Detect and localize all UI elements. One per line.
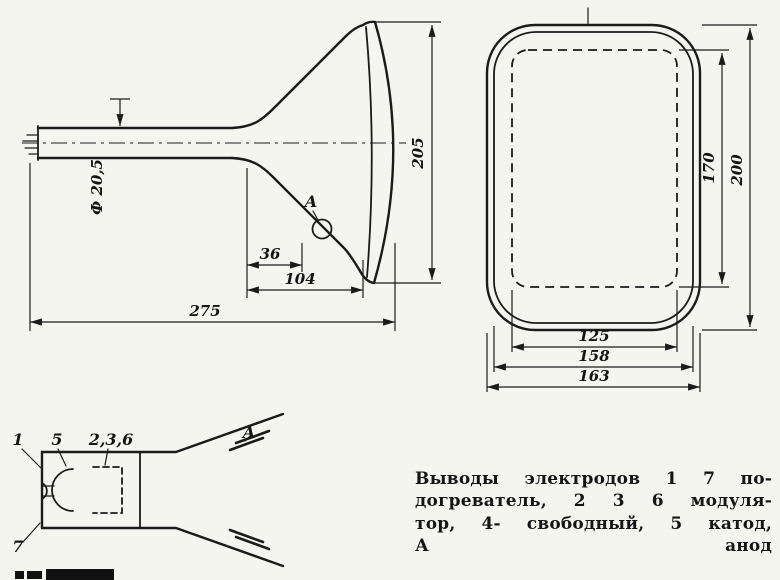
leader-line xyxy=(22,522,41,543)
base-pins xyxy=(22,134,39,155)
dim-inner-height: 170 xyxy=(700,152,718,184)
anode-coating-bottom xyxy=(228,528,271,551)
leader-line xyxy=(244,433,253,442)
pinout-schematic: 1 5 2,3,6 А 7 xyxy=(12,412,285,580)
screen-bottom-edge xyxy=(358,269,376,285)
dim-inner-width: 125 xyxy=(578,327,609,345)
screen-inner-contour xyxy=(493,31,694,324)
dim-cone-offset: 36 xyxy=(260,245,281,263)
screen-outer-contour xyxy=(485,23,702,332)
useful-screen-area xyxy=(511,49,678,288)
cone-top-line xyxy=(230,23,365,130)
pin-label-1: 1 xyxy=(12,430,23,449)
screen-back-edge xyxy=(365,26,373,278)
caption-line: Выводы электродов 1 7 по- xyxy=(415,469,772,489)
dim-outer-height: 200 xyxy=(728,154,746,187)
dim-neck-diameter: Ф 20,5 xyxy=(88,159,106,215)
modulator-symbol xyxy=(92,466,123,514)
screen-front-face xyxy=(372,20,395,285)
cropped-print-artifact xyxy=(15,569,114,580)
dim-total-length: 275 xyxy=(188,302,220,320)
anode-button-detail xyxy=(311,218,333,240)
envelope-top-line xyxy=(40,412,285,454)
front-view: 170 200 125 158 163 xyxy=(485,7,757,392)
label-anode: А xyxy=(303,192,317,211)
pin-label-7: 7 xyxy=(12,537,23,556)
dim-cone-length: 104 xyxy=(284,270,315,288)
dim-screen-height: 205 xyxy=(409,137,427,169)
envelope-bottom-line xyxy=(40,526,285,568)
electrode-caption: Выводы электродов 1 7 по- догреватель, 2… xyxy=(415,468,772,558)
anode-coating-top xyxy=(228,429,271,452)
cone-bottom-line xyxy=(230,156,362,273)
dim-mid-width: 158 xyxy=(578,347,610,365)
pin-label-2-3-6: 2,3,6 xyxy=(88,430,134,449)
caption-line: тор, 4- свободный, 5 катод, xyxy=(415,513,772,534)
dim-outer-width: 163 xyxy=(578,367,609,385)
leader-line xyxy=(57,448,67,467)
cathode-symbol xyxy=(51,468,74,512)
pin-label-5: 5 xyxy=(51,430,62,449)
heater-loop xyxy=(41,482,48,500)
leader-line xyxy=(312,210,319,221)
leader-line xyxy=(104,448,109,466)
caption-line: А анод xyxy=(415,536,772,557)
side-view: Ф 20,5 205 А 36 104 275 xyxy=(22,20,441,331)
pin-label-anode: А xyxy=(241,423,255,442)
leader-line xyxy=(21,448,42,469)
caption-line: догреватель, 2 3 6 модуля- xyxy=(415,491,772,512)
screen-top-edge xyxy=(361,20,377,27)
